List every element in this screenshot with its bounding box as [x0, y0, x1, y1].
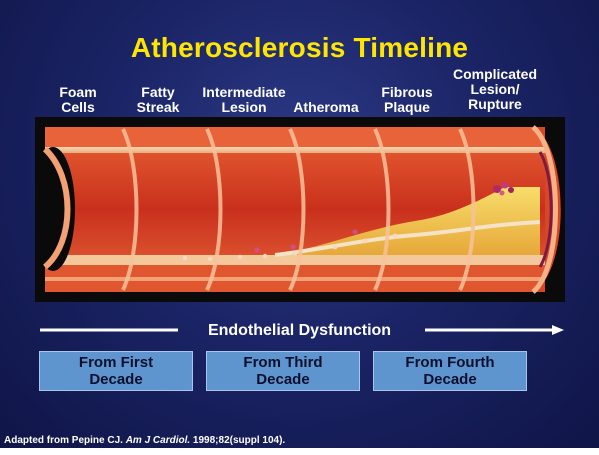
- decade-box-fourth: From Fourth Decade: [373, 351, 527, 391]
- decade-box-first: From First Decade: [39, 351, 193, 391]
- artery-illustration: [35, 117, 565, 302]
- slide-title: Atherosclerosis Timeline: [0, 32, 599, 64]
- citation: Adapted from Pepine CJ. Am J Cardiol. 19…: [4, 435, 285, 446]
- stage-label-intermediate-lesion: Intermediate Lesion: [190, 85, 298, 115]
- stage-label-atheroma: Atheroma: [285, 85, 367, 115]
- stage-label-fibrous-plaque: Fibrous Plaque: [372, 85, 442, 115]
- stage-label-foam-cells: Foam Cells: [50, 85, 106, 115]
- stage-label-fatty-streak: Fatty Streak: [128, 85, 188, 115]
- endothelial-dysfunction-label: Endothelial Dysfunction: [0, 322, 599, 340]
- stage-label-complicated-lesion: Complicated Lesion/ Rupture: [441, 67, 549, 112]
- decade-box-third: From Third Decade: [206, 351, 360, 391]
